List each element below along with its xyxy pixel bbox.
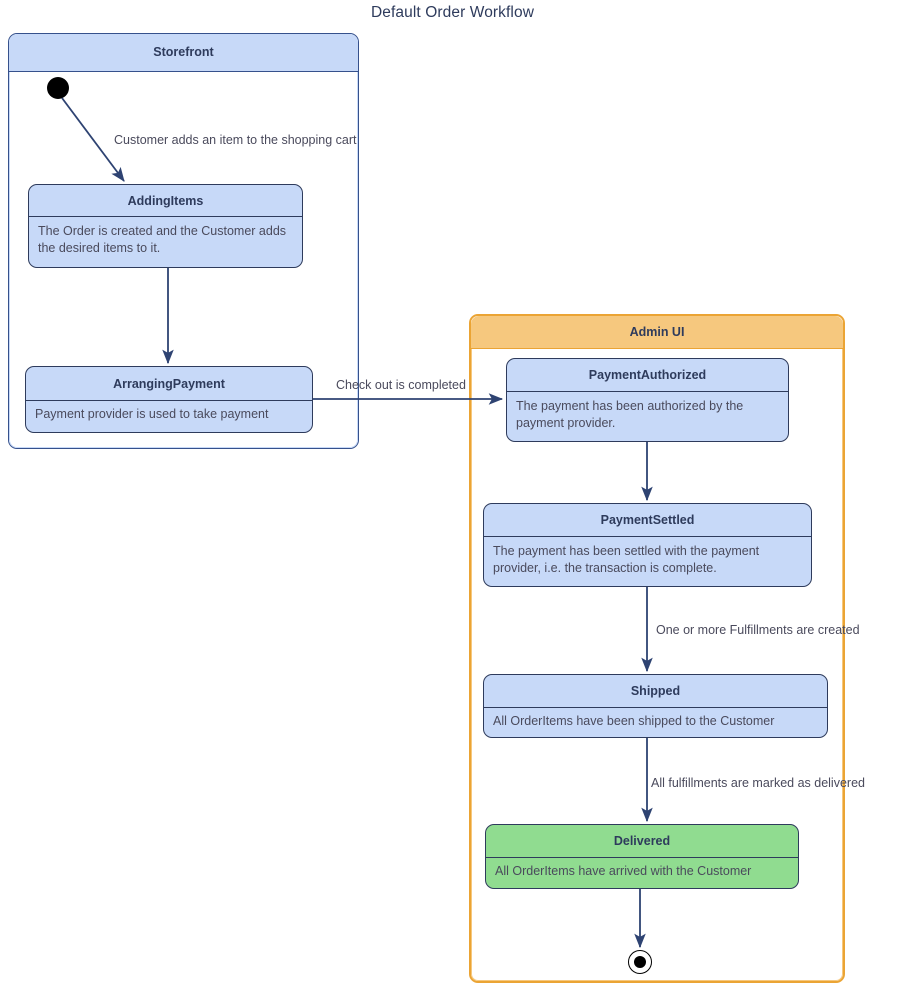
- state-delivered[interactable]: Delivered All OrderItems have arrived wi…: [485, 824, 799, 889]
- state-arrangingpayment[interactable]: ArrangingPayment Payment provider is use…: [25, 366, 313, 433]
- state-paymentauthorized[interactable]: PaymentAuthorized The payment has been a…: [506, 358, 789, 442]
- diagram-title: Default Order Workflow: [371, 4, 534, 21]
- state-paymentsettled-title: PaymentSettled: [600, 513, 695, 527]
- state-paymentsettled-description: The payment has been settled with the pa…: [484, 536, 811, 586]
- region-admin-ui-label: Admin UI: [471, 316, 843, 349]
- state-arrangingpayment-description: Payment provider is used to take payment: [26, 400, 312, 432]
- transition-label-paymentsettled-to-shipped: One or more Fulfillments are created: [656, 623, 860, 637]
- state-addingitems-description: The Order is created and the Customer ad…: [29, 216, 302, 267]
- region-storefront-label: Storefront: [9, 34, 358, 72]
- initial-state-icon[interactable]: [47, 77, 69, 99]
- transition-label-initial-to-addingitems: Customer adds an item to the shopping ca…: [114, 133, 357, 147]
- state-delivered-title: Delivered: [613, 834, 671, 848]
- state-arrangingpayment-title: ArrangingPayment: [113, 376, 225, 391]
- final-state-icon[interactable]: [628, 950, 652, 974]
- state-paymentauthorized-description: The payment has been authorized by the p…: [507, 391, 788, 441]
- state-paymentauthorized-title: PaymentAuthorized: [588, 368, 707, 382]
- state-addingitems-title: AddingItems: [127, 193, 204, 208]
- state-shipped-description: All OrderItems have been shipped to the …: [484, 707, 827, 737]
- state-addingitems[interactable]: AddingItems The Order is created and the…: [28, 184, 303, 268]
- transition-label-shipped-to-delivered: All fulfillments are marked as delivered: [651, 776, 865, 790]
- state-shipped-title: Shipped: [630, 684, 681, 698]
- state-shipped[interactable]: Shipped All OrderItems have been shipped…: [483, 674, 828, 738]
- state-delivered-description: All OrderItems have arrived with the Cus…: [486, 857, 798, 888]
- state-paymentsettled[interactable]: PaymentSettled The payment has been sett…: [483, 503, 812, 587]
- transition-label-arrangingpayment-to-paymentauthorized: Check out is completed: [336, 378, 466, 392]
